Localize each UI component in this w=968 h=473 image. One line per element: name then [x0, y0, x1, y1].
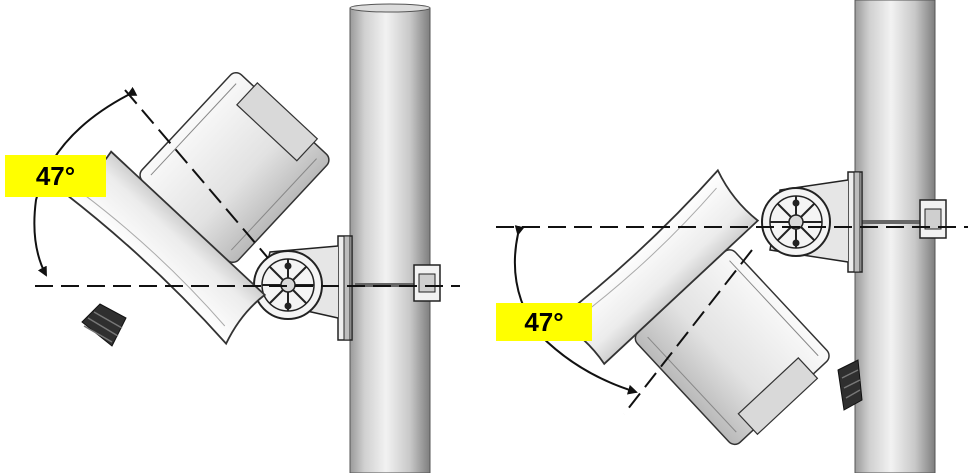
- right-tilt-wheel: [761, 187, 831, 257]
- right-figure: [496, 0, 968, 473]
- left-cable-gland: [81, 303, 127, 347]
- left-tilt-axis-line: [124, 89, 269, 259]
- right-pole-clamp: [919, 199, 947, 239]
- left-tilt-wheel: [253, 250, 323, 320]
- left-pole: [349, 7, 431, 473]
- left-figure: [33, 3, 460, 473]
- right-angle-label: 47°: [496, 303, 592, 341]
- left-pole-clamp: [413, 264, 441, 302]
- right-tilt-axis-line: [623, 249, 753, 415]
- left-pole-top: [349, 3, 431, 13]
- left-angle-label: 47°: [5, 155, 106, 197]
- right-cable-gland: [837, 359, 863, 411]
